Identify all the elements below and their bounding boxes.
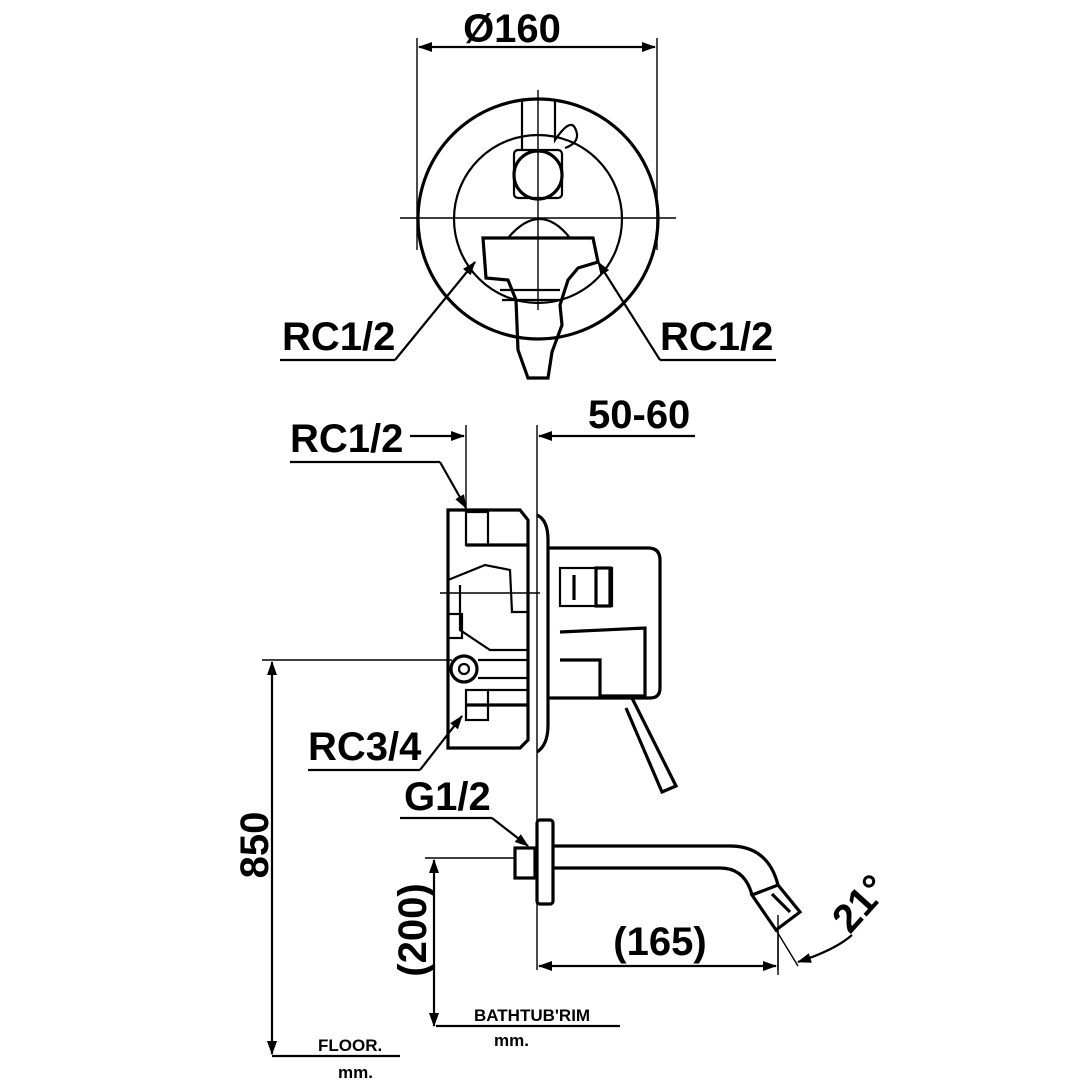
shower-outlet-port xyxy=(449,654,479,684)
spout-flange xyxy=(535,818,555,906)
handle-detail xyxy=(500,288,560,302)
angle-arc xyxy=(797,934,853,964)
spout-angle-label: 21° xyxy=(824,867,897,941)
diameter-label: Ø160 xyxy=(463,7,561,51)
spout-tube xyxy=(553,844,780,896)
bathtub-unit-label: mm. xyxy=(494,1031,529,1050)
lever-handle xyxy=(481,236,600,380)
leader-arrow-right xyxy=(597,261,661,361)
body-outlet-lines xyxy=(478,658,528,692)
side-inlet-label: RC1/2 xyxy=(290,417,403,461)
body-port-mid xyxy=(446,612,464,640)
handle-housing xyxy=(548,546,662,700)
side-view: 50-60 RC1/2 RC3/4 xyxy=(233,393,897,1082)
spout-thread-label: G1/2 xyxy=(404,775,491,819)
g12-arrow xyxy=(491,817,529,847)
inlet-label-left: RC1/2 xyxy=(282,315,395,359)
body-port-bottom xyxy=(464,688,490,722)
diverter-stem xyxy=(520,100,579,150)
floor-label: FLOOR. xyxy=(318,1036,382,1055)
depth-label: 50-60 xyxy=(588,393,690,437)
spout-tip xyxy=(749,883,803,933)
inlet-label-right: RC1/2 xyxy=(660,315,773,359)
lever-side xyxy=(624,697,679,795)
diverter-cap xyxy=(594,566,612,608)
lever-base xyxy=(559,626,647,698)
spout-tip-ring xyxy=(770,892,792,914)
body-channel xyxy=(458,585,528,652)
front-view: Ø160 RC1/2 RC1/2 xyxy=(280,7,776,380)
spout-length-label: (165) xyxy=(613,920,706,964)
diverter-knob-body xyxy=(512,148,564,200)
handle-hub xyxy=(507,217,571,239)
floor-unit-label: mm. xyxy=(338,1063,373,1082)
cover-plate-side xyxy=(536,513,550,754)
shower-outlet-bore xyxy=(457,662,471,676)
body-port-top xyxy=(464,510,490,547)
leader-arrow-left xyxy=(394,261,476,361)
body-inner-contour xyxy=(447,563,528,614)
rc34-arrow xyxy=(419,715,463,771)
bathtub-rim-label: BATHTUB'RIM xyxy=(474,1006,590,1025)
spout-nut xyxy=(513,846,537,880)
side-inlet-arrow xyxy=(439,461,467,509)
diverter-housing xyxy=(558,566,614,608)
shower-outlet-label: RC3/4 xyxy=(308,725,422,769)
valve-body xyxy=(446,508,530,750)
height-rim-label: (200) xyxy=(391,883,435,976)
height-floor-label: 850 xyxy=(233,812,277,879)
angle-ray xyxy=(775,929,799,967)
